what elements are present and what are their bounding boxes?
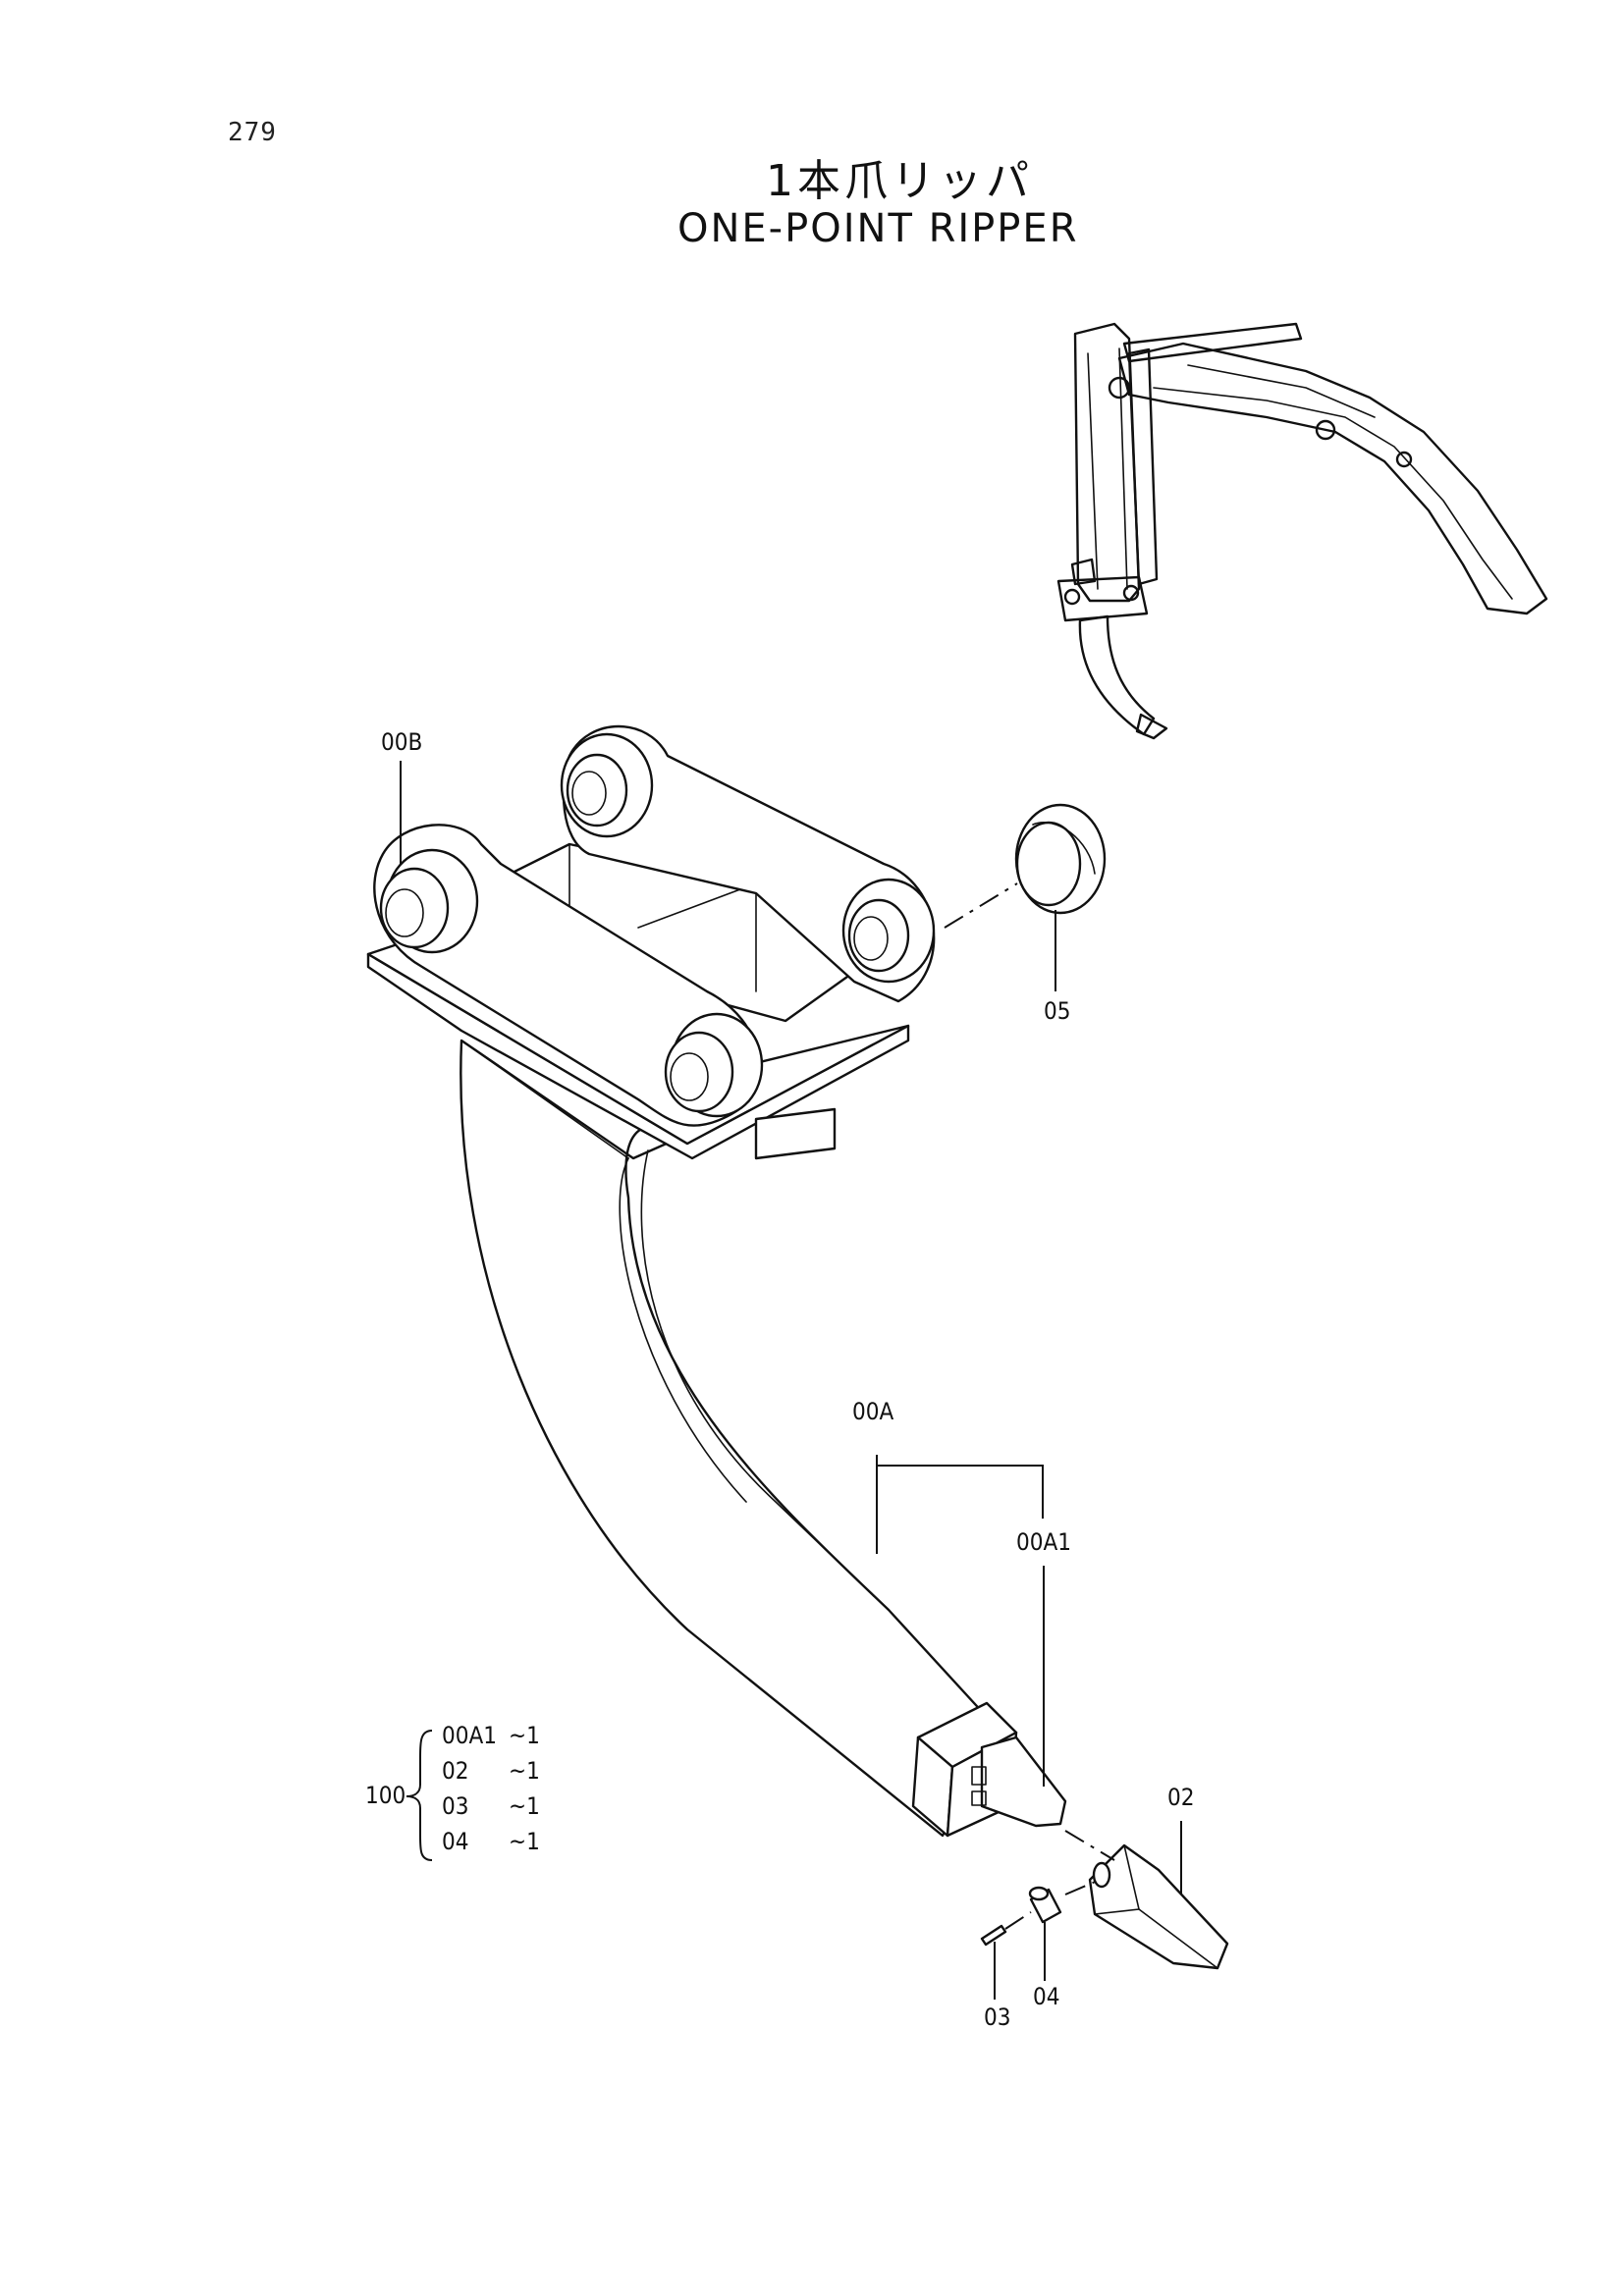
callout-00a1: 00A1	[1016, 1528, 1071, 1556]
lock	[1028, 1886, 1062, 1924]
page-number: 279	[228, 118, 277, 147]
pin-boss	[379, 848, 479, 954]
pin-boss	[841, 878, 936, 984]
assembly-item-qty: ~1	[509, 1722, 540, 1749]
callout-00b: 00B	[381, 728, 422, 756]
assembly-item-qty: ~1	[509, 1792, 540, 1820]
adapter-nose	[980, 1735, 1067, 1828]
lock-center-line	[1064, 1879, 1101, 1896]
page-title-english: ONE-POINT RIPPER	[677, 206, 1079, 251]
seal-ring	[1014, 803, 1107, 915]
callout-03: 03	[984, 2003, 1010, 2031]
assembly-brace	[406, 1730, 433, 1861]
assembly-item-part: 02	[442, 1757, 468, 1785]
callout-04: 04	[1033, 1983, 1059, 2010]
ripper-tooth	[1088, 1843, 1229, 1970]
assembly-item-part: 03	[442, 1792, 468, 1820]
assembly-label: 100	[365, 1782, 406, 1809]
assembly-item-qty: ~1	[509, 1828, 540, 1855]
excavator-arm-inset	[1056, 322, 1548, 740]
assembly-item-qty: ~1	[509, 1757, 540, 1785]
ripper-assembly	[366, 724, 1067, 1838]
assembly-group-100: 100 00A1 ~1 02 ~1 03 ~1 04 ~1	[365, 1722, 540, 1861]
pin-boss	[560, 732, 654, 838]
page-title-japanese: 1本爪リッパ	[766, 156, 1033, 206]
pin	[980, 1924, 1007, 1947]
pin-boss	[664, 1012, 764, 1118]
shank	[460, 1039, 999, 1838]
assembly-item-part: 04	[442, 1828, 468, 1855]
pin-center-line	[1004, 1911, 1032, 1930]
callout-02: 02	[1167, 1784, 1194, 1811]
assembly-item-part: 00A1	[442, 1722, 497, 1749]
callout-05: 05	[1044, 997, 1070, 1025]
seal-center-line	[944, 882, 1018, 929]
tooth-center-line	[1064, 1830, 1115, 1861]
leader-00a-branch	[877, 1465, 1044, 1519]
callout-00a: 00A	[852, 1398, 893, 1425]
